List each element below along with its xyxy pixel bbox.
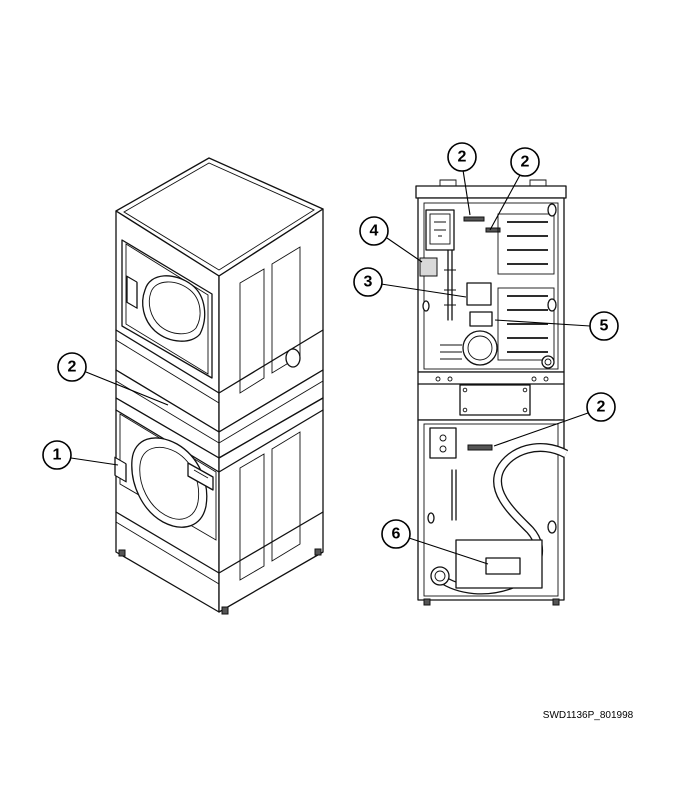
callout-3-label: 3 xyxy=(364,274,373,291)
foot-rear-right xyxy=(314,548,322,556)
callout-1: 1 xyxy=(42,440,72,470)
dryer-rear-vent-slots xyxy=(507,221,548,353)
callout-2-rear-left: 2 xyxy=(447,142,477,172)
callout-2-front-label: 2 xyxy=(68,359,77,376)
foot-front-right xyxy=(221,606,229,615)
callout-2-rear-right-label: 2 xyxy=(521,154,530,171)
washer-front-label xyxy=(114,456,127,483)
callout-6: 6 xyxy=(381,519,411,549)
label-3-block xyxy=(466,282,492,306)
figure-code: SWD1136P_801998 xyxy=(543,710,634,721)
label-4-block xyxy=(419,257,438,277)
callout-5: 5 xyxy=(589,311,619,341)
callout-leaders xyxy=(70,169,591,565)
label-5-block xyxy=(469,311,493,327)
front-stacked-unit xyxy=(114,157,324,615)
callout-2-rear-left-label: 2 xyxy=(458,149,467,166)
callout-2-rear-right: 2 xyxy=(510,147,540,177)
dryer-control-slot xyxy=(126,275,138,309)
callout-4: 4 xyxy=(359,216,389,246)
callout-6-label: 6 xyxy=(392,526,401,543)
label-2-top-b xyxy=(485,227,501,233)
label-2-washer xyxy=(467,444,493,451)
callout-4-label: 4 xyxy=(370,223,379,240)
callout-3: 3 xyxy=(353,267,383,297)
rear-foot-left xyxy=(423,598,431,606)
callout-2-front: 2 xyxy=(57,352,87,382)
dryer-side-port xyxy=(285,348,301,368)
drain-outlet xyxy=(430,566,450,586)
washer-door-ring xyxy=(131,437,208,528)
callout-2-washer-label: 2 xyxy=(597,399,606,416)
callout-2-washer: 2 xyxy=(586,392,616,422)
foot-front-left xyxy=(118,549,126,557)
callout-5-label: 5 xyxy=(600,318,609,335)
label-6-block xyxy=(485,557,521,575)
label-2-top-a xyxy=(463,216,485,222)
rear-foot-right xyxy=(552,598,560,606)
rear-stacked-unit xyxy=(415,179,569,606)
washer-door-glass xyxy=(139,446,200,520)
washer-electrical-box xyxy=(429,427,457,459)
dryer-mount-hole-mid xyxy=(547,298,557,312)
callout-1-label: 1 xyxy=(53,447,62,464)
dryer-mount-hole-top xyxy=(547,203,557,217)
